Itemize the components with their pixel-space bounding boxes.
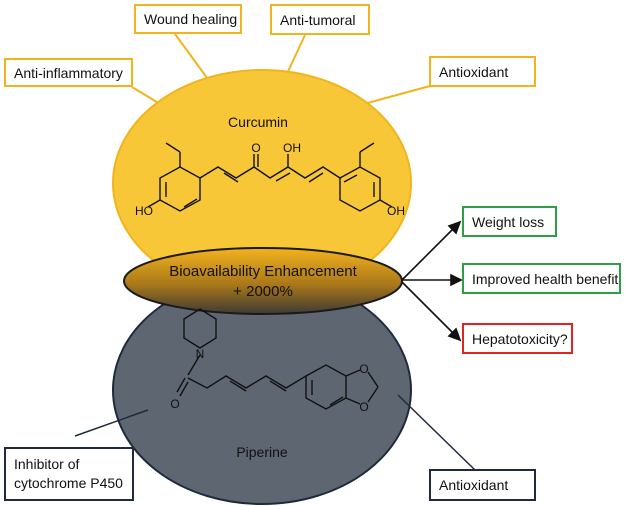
- connector-antioxidant-top: [359, 85, 431, 106]
- anti-tumoral-box: Anti-tumoral: [270, 4, 370, 35]
- curcumin-structure: [147, 142, 393, 212]
- curcumin-ketone-o: O: [251, 141, 260, 155]
- bioavailability-ellipse: [123, 247, 403, 315]
- antioxidant-top-label: Antioxidant: [439, 63, 509, 80]
- connector-antioxidant-bottom: [397, 394, 476, 471]
- weight-loss-label: Weight loss: [472, 213, 545, 230]
- health-benefit-label: Improved health benefit: [472, 270, 619, 287]
- piperine-dioxole-o1: O: [359, 362, 368, 376]
- connector-inhibitor: [74, 409, 149, 437]
- arrowhead-hepato: [447, 327, 462, 342]
- anti-inflammatory-box: Anti-inflammatory: [4, 58, 133, 87]
- piperine-n: N: [196, 347, 205, 361]
- hepatotoxicity-label: Hepatotoxicity?: [472, 330, 568, 347]
- arrowhead-weight-loss: [447, 220, 462, 235]
- wound-healing-box: Wound healing: [134, 4, 242, 34]
- bioavailability-line1: Bioavailability Enhancement: [169, 263, 357, 280]
- piperine-dioxole-o2: O: [359, 400, 368, 414]
- outcome-arrows: [401, 220, 463, 342]
- anti-inflammatory-label: Anti-inflammatory: [14, 64, 123, 81]
- piperine-chain: [187, 375, 307, 389]
- piperidine-ring: [183, 308, 217, 349]
- curcumin-enol-oh: OH: [283, 141, 301, 155]
- piperine-connectors: [74, 394, 476, 471]
- arrow-weight-loss: [401, 225, 457, 281]
- antioxidant-bottom-label: Antioxidant: [439, 477, 509, 493]
- curcumin-label: Curcumin: [228, 114, 288, 130]
- anti-tumoral-label: Anti-tumoral: [280, 11, 356, 28]
- curcumin-ho-left: HO: [135, 204, 153, 218]
- inhibitor-box: Inhibitor of cytochrome P450: [4, 447, 134, 501]
- bioavailability-line2: + 2000%: [233, 283, 293, 300]
- antioxidant-bottom-box: Antioxidant: [429, 469, 536, 501]
- inhibitor-label: Inhibitor of cytochrome P450: [14, 456, 123, 491]
- connector-wound-healing: [174, 33, 211, 83]
- curcumin-oh-right: OH: [387, 204, 405, 218]
- arrow-hepato: [401, 281, 457, 337]
- health-benefit-box: Improved health benefit: [462, 263, 621, 294]
- weight-loss-box: Weight loss: [462, 206, 557, 237]
- piperine-carbonyl-o: O: [170, 397, 179, 411]
- arrowhead-health: [450, 273, 463, 287]
- antioxidant-top-box: Antioxidant: [429, 56, 536, 87]
- wound-healing-label: Wound healing: [144, 11, 238, 27]
- piperine-structure: [176, 308, 379, 410]
- hepatotoxicity-box: Hepatotoxicity?: [462, 323, 573, 354]
- curcumin-chain: [199, 166, 341, 179]
- piperine-label: Piperine: [236, 444, 288, 460]
